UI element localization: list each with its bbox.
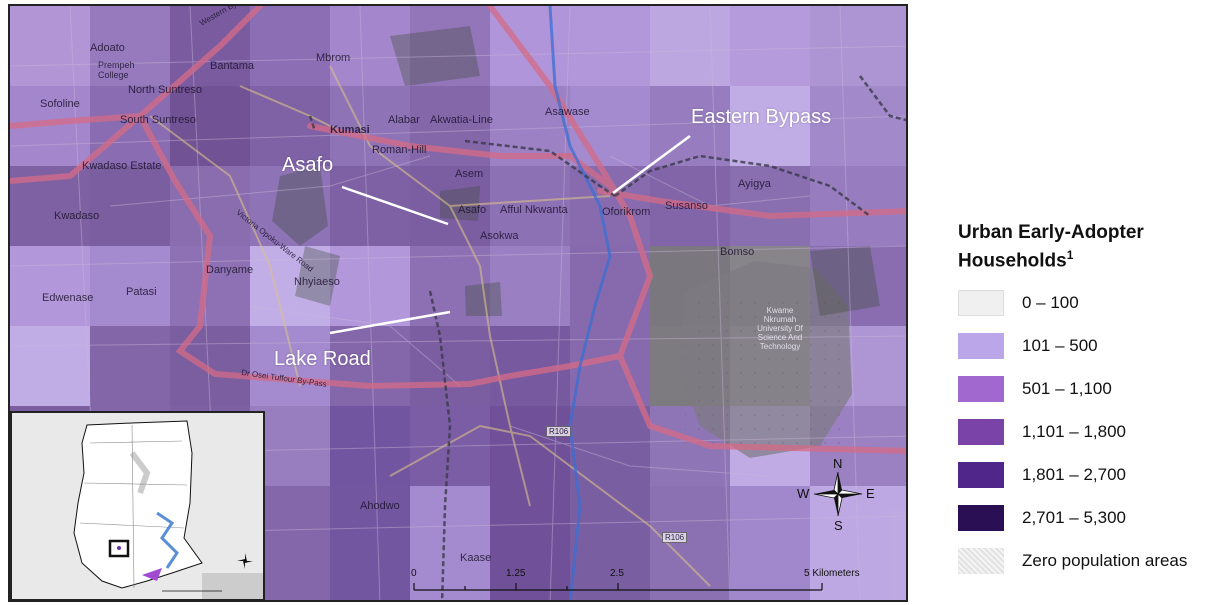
legend-rows: 0 – 100 101 – 500 501 – 1,100 1,101 – 1,800…	[958, 290, 1228, 575]
place-south-suntreso: South Suntreso	[120, 114, 196, 126]
place-nhyiaeso: Nhyiaeso	[294, 276, 340, 288]
legend-row: 501 – 1,100	[958, 376, 1228, 403]
legend-label: 1,801 – 2,700	[1022, 465, 1126, 485]
compass-rose	[813, 471, 863, 517]
place-kwadaso-estate: Kwadaso Estate	[82, 160, 162, 172]
legend-label: 0 – 100	[1022, 293, 1079, 313]
map-frame[interactable]: Adoato Prempeh College Bantama Mbrom Nor…	[8, 4, 908, 602]
legend-swatch	[958, 333, 1004, 360]
place-roman-hill: Roman-Hill	[372, 144, 427, 156]
scale-label-1-25: 1.25	[506, 568, 526, 579]
legend-swatch	[958, 376, 1004, 403]
legend-label: 1,101 – 1,800	[1022, 422, 1126, 442]
legend-title: Urban Early-Adopter Households1	[958, 222, 1228, 272]
place-kaase: Kaase	[460, 552, 492, 564]
place-edwenase: Edwenase	[42, 292, 94, 304]
legend-row: 1,101 – 1,800	[958, 419, 1228, 446]
place-akwatia-line: Akwatia-Line	[430, 114, 493, 126]
legend-row: 0 – 100	[958, 290, 1228, 317]
road-label-r106-b: R106	[662, 532, 688, 543]
road-label-r106-a: R106	[546, 426, 572, 437]
place-asokwa: Asokwa	[480, 230, 519, 242]
place-knust: Kwame Nkrumah University Of Science And …	[757, 306, 803, 351]
place-bantama: Bantama	[210, 60, 255, 72]
place-asem: Asem	[455, 168, 484, 180]
legend-title-line2: Households	[958, 250, 1067, 272]
legend-row: Zero population areas	[958, 548, 1228, 575]
place-sofoline: Sofoline	[40, 98, 80, 110]
place-kwadaso: Kwadaso	[54, 210, 100, 222]
inset-map-svg	[12, 413, 263, 599]
place-alabar: Alabar	[388, 114, 420, 126]
callout-asafo: Asafo	[282, 154, 334, 176]
legend-title-line2-wrap: Households1	[958, 244, 1228, 272]
place-adoato: Adoato	[90, 42, 125, 54]
place-prempeh-college: Prempeh College	[98, 60, 135, 80]
legend-title-superscript: 1	[1066, 248, 1074, 262]
legend-label: 101 – 500	[1022, 336, 1098, 356]
place-north-suntreso: North Suntreso	[128, 84, 202, 96]
legend-swatch	[958, 505, 1004, 532]
compass-e: E	[866, 486, 875, 501]
legend-swatch	[958, 548, 1004, 575]
place-susanso: Susanso	[665, 200, 708, 212]
legend-label: 501 – 1,100	[1022, 379, 1112, 399]
legend-title-line1: Urban Early-Adopter	[958, 222, 1144, 243]
legend-row: 1,801 – 2,700	[958, 462, 1228, 489]
scale-label-2-5: 2.5	[610, 568, 624, 579]
legend-swatch	[958, 290, 1004, 317]
legend-row: 101 – 500	[958, 333, 1228, 360]
inset-locator-map	[10, 411, 265, 600]
place-asawase: Asawase	[545, 106, 590, 118]
place-danyame: Danyame	[206, 264, 254, 276]
legend-label: Zero population areas	[1022, 551, 1188, 571]
place-ahodwo: Ahodwo	[360, 500, 400, 512]
scale-label-0: 0	[411, 568, 417, 579]
compass-w: W	[797, 486, 810, 501]
place-oforikrom: Oforikrom	[602, 206, 651, 218]
callout-lake-road: Lake Road	[274, 348, 371, 370]
legend-label: 2,701 – 5,300	[1022, 508, 1126, 528]
place-afful-nkwanta: Afful Nkwanta	[500, 204, 568, 216]
place-mbrom: Mbrom	[316, 52, 351, 64]
compass-s: S	[834, 518, 843, 533]
place-kumasi: Kumasi	[330, 124, 370, 136]
legend-swatch	[958, 462, 1004, 489]
compass-n: N	[833, 456, 843, 471]
legend-row: 2,701 – 5,300	[958, 505, 1228, 532]
callout-eastern-bypass: Eastern Bypass	[691, 106, 832, 128]
place-asafo: Asafo	[458, 204, 487, 216]
place-bomso: Bomso	[720, 246, 755, 258]
place-ayigya: Ayigya	[738, 178, 771, 190]
scale-label-5-km: 5 Kilometers	[804, 568, 860, 579]
legend-swatch	[958, 419, 1004, 446]
place-patasi: Patasi	[126, 286, 157, 298]
map-legend: Urban Early-Adopter Households1 0 – 100 1…	[958, 222, 1228, 591]
